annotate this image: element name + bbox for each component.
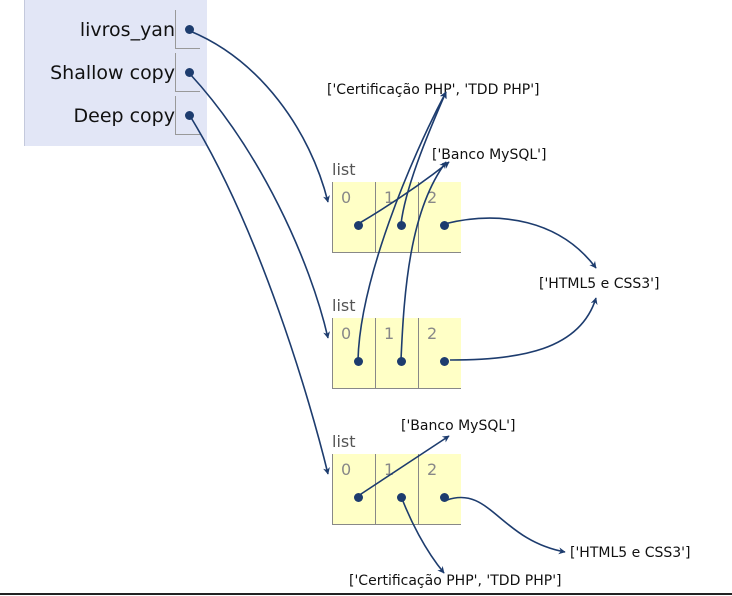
object-mysql-deep: ['Banco MySQL'] [401,418,516,434]
list-cells: 0 1 2 [332,182,461,253]
list-cell: 0 [333,182,376,252]
arrow-livros-to-list [189,30,330,203]
var-name-label: Deep copy [73,105,176,127]
list-index: 1 [384,460,395,479]
arrow-deep0-to-mysql [357,435,450,497]
list-cell: 2 [419,318,462,388]
pointer-dot [397,357,406,366]
list-index: 2 [427,460,438,479]
pointer-dot [397,221,406,230]
var-name-label: livros_yan [79,19,175,41]
pointer-dot [354,493,363,502]
pointer-dot [354,357,363,366]
bottom-border [0,593,732,595]
arrow-deep1-to-cert [400,495,445,574]
object-mysql-shared: ['Banco MySQL'] [432,147,547,163]
var-livros-yan: livros_yan [25,10,207,49]
arrow-shallow2-to-html [449,297,598,361]
var-deep-copy: Deep copy [25,96,207,135]
var-pointer-cell [175,10,200,49]
pointer-dot [354,221,363,230]
variables-frame: livros_yan Shallow copy Deep copy [24,0,207,146]
var-shallow-copy: Shallow copy [25,53,207,92]
arrow-shallow1-to-mysql [400,161,447,361]
object-html-shared: ['HTML5 e CSS3'] [539,276,660,292]
pointer-dot [440,221,449,230]
arrow-shallow0-to-cert [357,91,447,361]
list-index: 0 [341,460,352,479]
list-index: 2 [427,188,438,207]
list-cells: 0 1 2 [332,318,461,389]
arrow-shallow-to-list [189,73,330,339]
pointer-dot [185,68,194,77]
list-cell: 2 [419,182,462,252]
list-index: 1 [384,324,395,343]
arrow-deep2-to-html [446,496,566,555]
pointer-dot [185,25,194,34]
list-title: list [332,160,356,179]
arrow-orig1-to-cert [400,91,447,225]
var-pointer-cell [175,53,200,92]
arrow-orig0-to-mysql [357,161,450,225]
var-name-label: Shallow copy [50,62,175,84]
list-title: list [332,432,356,451]
list-index: 0 [341,324,352,343]
list-index: 0 [341,188,352,207]
list-cell: 2 [419,454,462,524]
list-index: 1 [384,188,395,207]
list-cells: 0 1 2 [332,454,461,525]
pointer-dot [440,357,449,366]
list-cell: 1 [376,318,419,388]
list-cell: 0 [333,318,376,388]
arrow-orig2-to-html [443,217,597,269]
list-cell: 1 [376,182,419,252]
object-certificacao-deep: ['Certificação PHP', 'TDD PHP'] [349,573,562,589]
object-certificacao-shared: ['Certificação PHP', 'TDD PHP'] [327,82,540,98]
pointer-dot [185,111,194,120]
var-pointer-cell [175,96,200,135]
arrow-deep-to-list [189,115,330,475]
pointer-dot [440,493,449,502]
object-html-deep: ['HTML5 e CSS3'] [570,545,691,561]
list-title: list [332,296,356,315]
list-index: 2 [427,324,438,343]
list-cell: 0 [333,454,376,524]
